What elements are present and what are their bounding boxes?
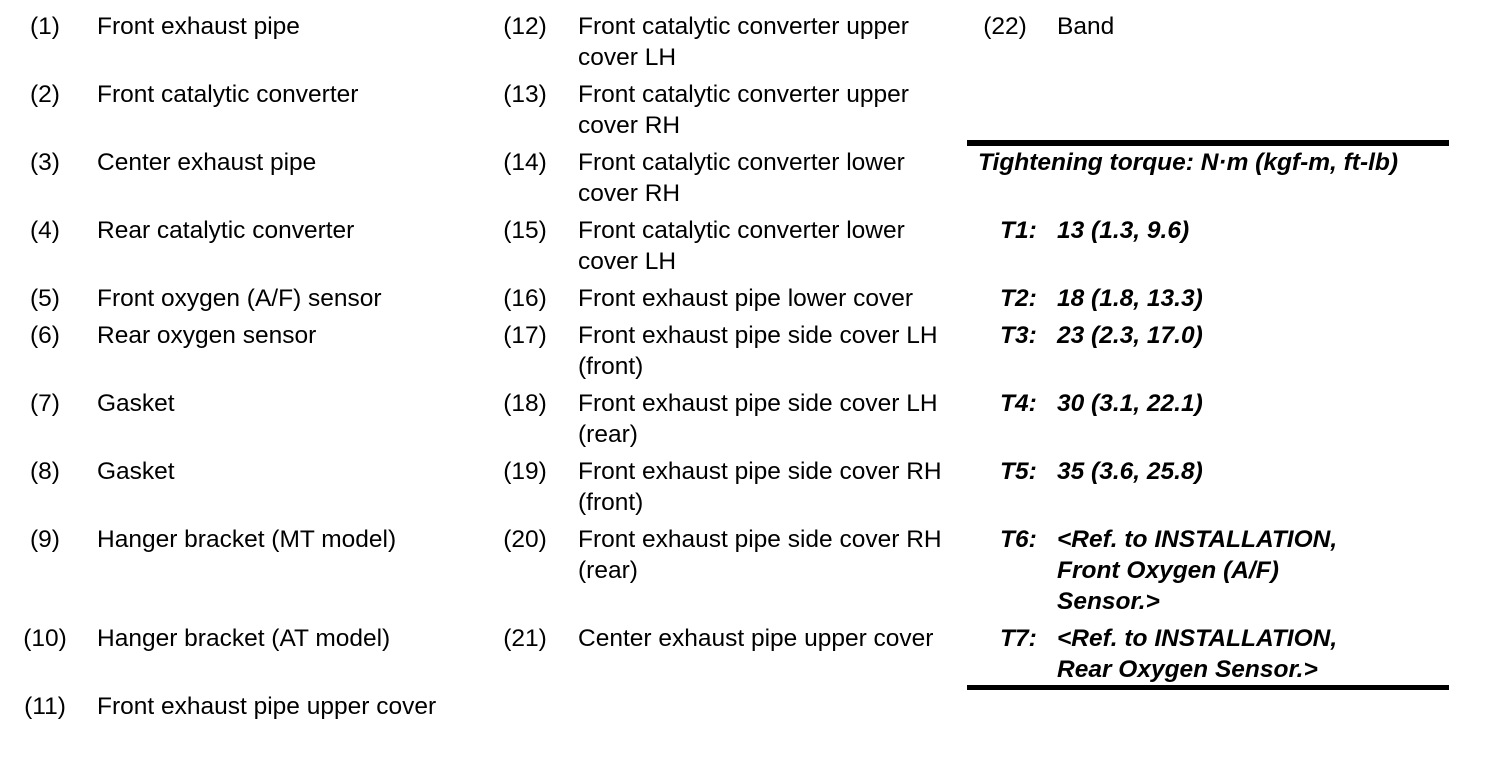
part-number: (22) <box>983 13 1027 40</box>
part-number: (4) <box>30 217 60 244</box>
part-number: (8) <box>30 458 60 485</box>
part-label: Front exhaust pipe lower cover <box>578 285 913 312</box>
torque-id: T5: <box>1000 458 1037 485</box>
part-label: Front exhaust pipe side cover LH (rear) <box>578 390 938 448</box>
torque-id: T2: <box>1000 285 1037 312</box>
torque-id: T7: <box>1000 625 1037 652</box>
part-label: Front oxygen (A/F) sensor <box>97 285 382 312</box>
part-label: Band <box>1057 13 1115 40</box>
part-number: (3) <box>30 149 60 176</box>
torque-section-top-rule <box>967 140 1449 146</box>
torque-section-bottom-rule <box>967 685 1449 690</box>
part-number: (6) <box>30 322 60 349</box>
part-number: (7) <box>30 390 60 417</box>
part-number: (17) <box>503 322 547 349</box>
part-number: (19) <box>503 458 547 485</box>
part-number: (9) <box>30 526 60 553</box>
part-label: Front catalytic converter lower cover RH <box>578 149 905 207</box>
part-number: (1) <box>30 13 60 40</box>
part-number: (10) <box>23 625 67 652</box>
torque-id: T3: <box>1000 322 1037 349</box>
part-label: Hanger bracket (MT model) <box>97 526 397 553</box>
torque-header: Tightening torque: N·m (kgf-m, ft-lb) <box>978 149 1399 176</box>
torque-value: <Ref. to INSTALLATION, Rear Oxygen Senso… <box>1057 625 1338 683</box>
torque-id: T4: <box>1000 390 1037 417</box>
torque-id: T1: <box>1000 217 1037 244</box>
part-label: Gasket <box>97 458 175 485</box>
part-label: Rear catalytic converter <box>97 217 355 244</box>
torque-value: 23 (2.3, 17.0) <box>1057 322 1203 349</box>
part-label: Front exhaust pipe <box>97 13 300 40</box>
torque-value: 35 (3.6, 25.8) <box>1057 458 1203 485</box>
part-label: Front catalytic converter lower cover LH <box>578 217 905 275</box>
part-number: (21) <box>503 625 547 652</box>
part-label: Hanger bracket (AT model) <box>97 625 391 652</box>
part-number: (2) <box>30 81 60 108</box>
torque-value: 30 (3.1, 22.1) <box>1057 390 1203 417</box>
part-label: Front catalytic converter upper cover RH <box>578 81 909 139</box>
part-number: (5) <box>30 285 60 312</box>
part-label: Center exhaust pipe upper cover <box>578 625 934 652</box>
part-number: (14) <box>503 149 547 176</box>
part-number: (20) <box>503 526 547 553</box>
part-number: (12) <box>503 13 547 40</box>
torque-value: 18 (1.8, 13.3) <box>1057 285 1203 312</box>
part-label: Center exhaust pipe <box>97 149 317 176</box>
part-number: (15) <box>503 217 547 244</box>
torque-value: 13 (1.3, 9.6) <box>1057 217 1190 244</box>
part-number: (16) <box>503 285 547 312</box>
part-label: Gasket <box>97 390 175 417</box>
part-label: Front exhaust pipe side cover LH (front) <box>578 322 938 380</box>
part-number: (11) <box>24 693 66 720</box>
parts-legend-grid: (1) Front exhaust pipe (2) Front catalytic … <box>0 11 1504 722</box>
part-label: Rear oxygen sensor <box>97 322 317 349</box>
part-label: Front exhaust pipe side cover RH (rear) <box>578 526 942 584</box>
part-number: (18) <box>503 390 547 417</box>
part-number: (13) <box>503 81 547 108</box>
part-label: Front catalytic converter upper cover LH <box>578 13 909 71</box>
part-label: Front catalytic converter <box>97 81 359 108</box>
part-label: Front exhaust pipe upper cover <box>97 693 437 720</box>
part-label: Front exhaust pipe side cover RH (front) <box>578 458 942 516</box>
torque-value: <Ref. to INSTALLATION, Front Oxygen (A/F… <box>1057 526 1338 615</box>
torque-id: T6: <box>1000 526 1037 553</box>
